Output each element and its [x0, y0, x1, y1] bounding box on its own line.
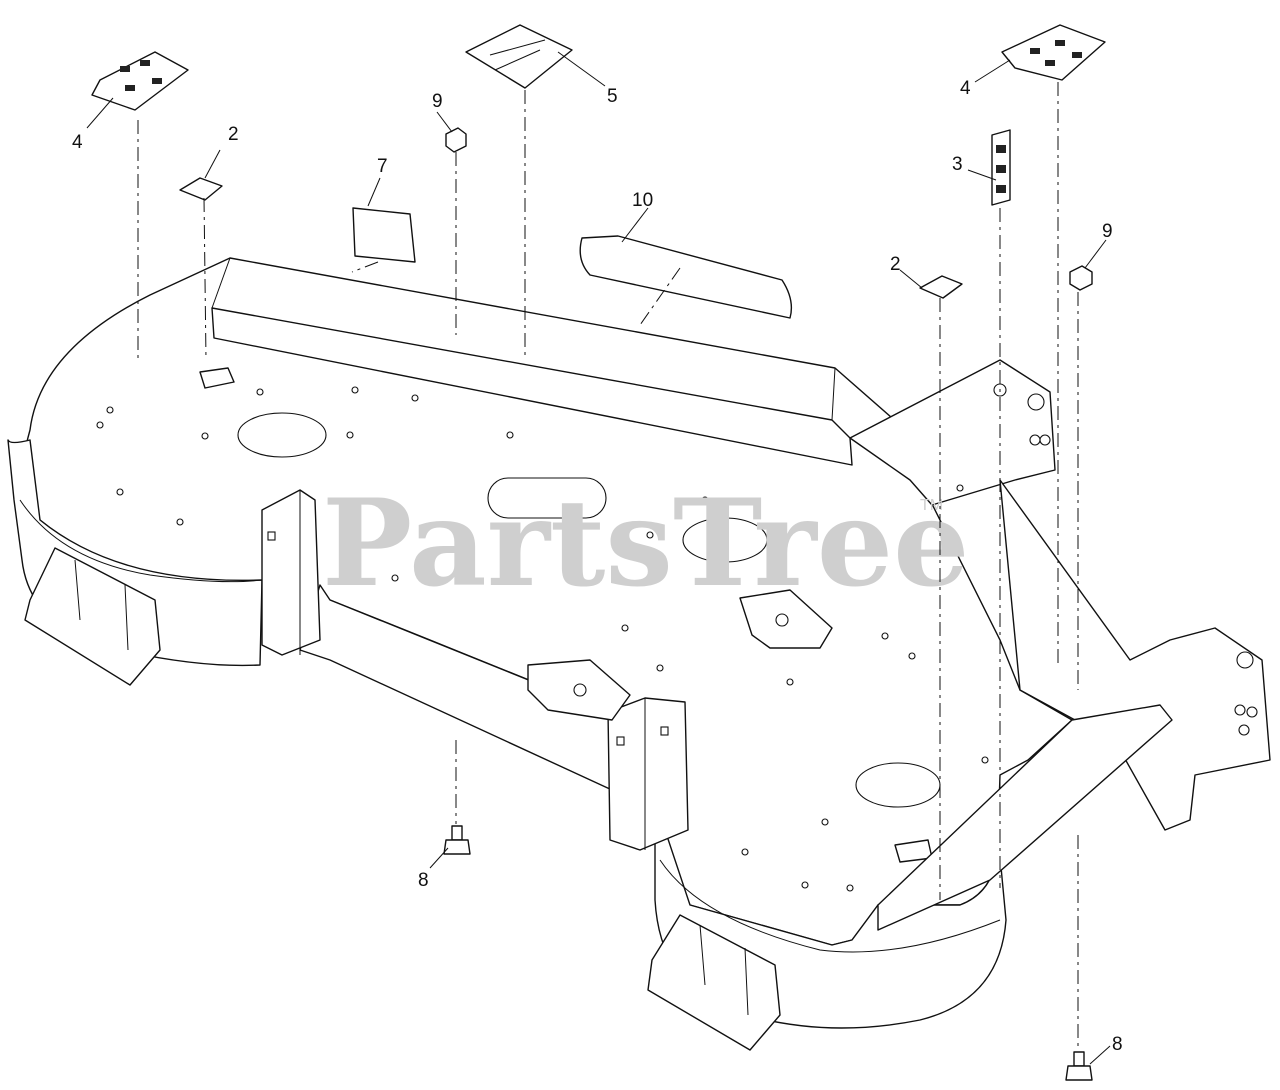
decal-4-right [1001, 24, 1106, 81]
callout-10: 10 [632, 190, 653, 211]
callouts: 4 2 9 5 7 10 4 3 2 9 8 8 [72, 78, 1123, 1055]
callout-5: 5 [607, 86, 618, 107]
callout-8-right: 8 [1112, 1034, 1123, 1055]
mower-deck [7, 257, 1271, 1051]
leader-lines [86, 51, 1111, 1065]
callout-4-left: 4 [72, 132, 83, 153]
decal-10 [579, 235, 793, 319]
callout-2-right: 2 [890, 254, 901, 275]
callout-9-left: 9 [432, 91, 443, 112]
decal-7 [352, 207, 416, 263]
watermark-trademark: TM [920, 497, 943, 514]
callout-2-left: 2 [228, 124, 239, 145]
nut-9-right [1069, 265, 1093, 291]
callout-4-right: 4 [960, 78, 971, 99]
decal-4-left [91, 51, 189, 111]
bolt-8-right [1065, 1051, 1093, 1081]
watermark: PartsTree TM [322, 473, 969, 614]
callout-3: 3 [952, 154, 963, 175]
decal-2-left [179, 177, 223, 201]
callout-8-left: 8 [418, 870, 429, 891]
callout-9-right: 9 [1102, 221, 1113, 242]
assembly-lines [137, 82, 1079, 1050]
decal-2-right [919, 275, 963, 299]
bolt-8-left [443, 825, 471, 855]
decal-5 [465, 24, 573, 89]
decal-3 [991, 129, 1011, 206]
watermark-text: PartsTree [322, 473, 969, 614]
callout-7: 7 [377, 156, 388, 177]
nut-9-left [445, 127, 467, 153]
